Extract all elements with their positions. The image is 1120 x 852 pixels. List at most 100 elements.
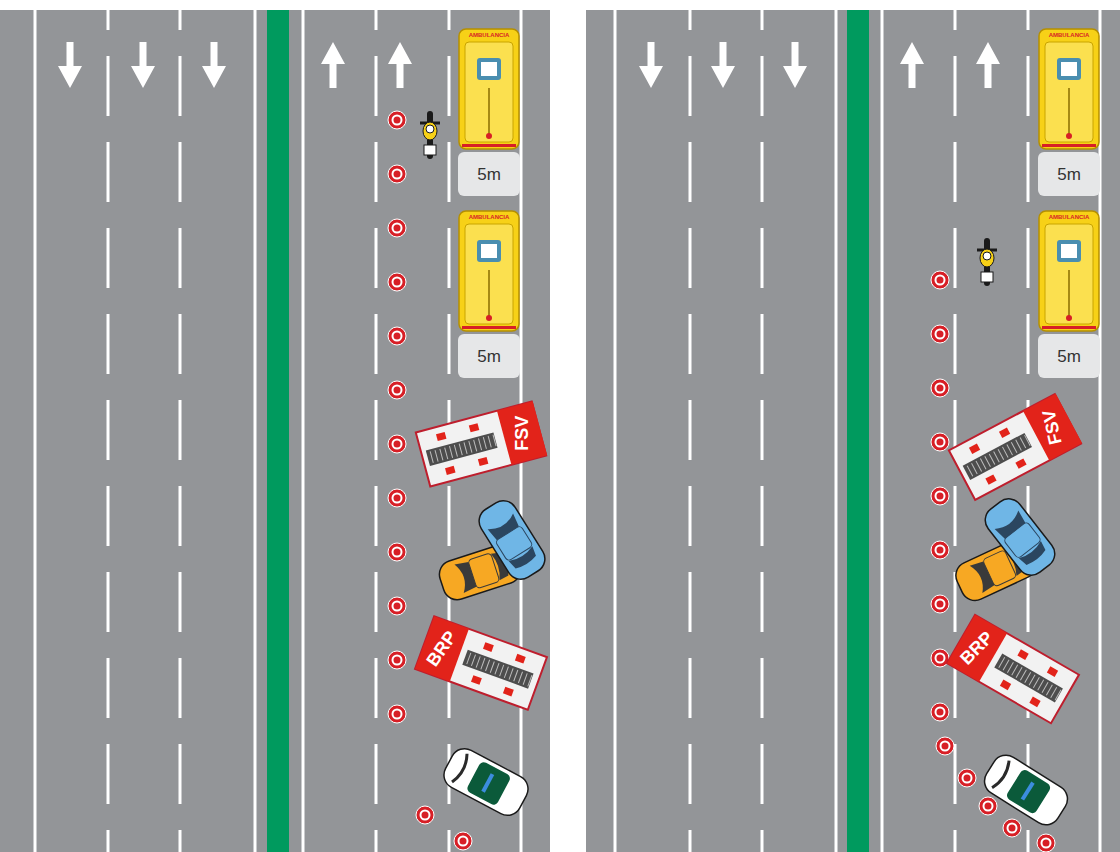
- bike-helmet: [426, 125, 434, 133]
- traffic-cone: [388, 435, 406, 453]
- bike-helmet: [983, 252, 991, 260]
- cone-stripe: [392, 547, 403, 558]
- ladder-rung: [469, 441, 472, 453]
- cone-base: [936, 737, 954, 755]
- ladder-rung: [989, 454, 995, 465]
- motorbike: [977, 238, 997, 286]
- ladder-rung: [1007, 445, 1013, 456]
- ladder-rung: [1025, 435, 1031, 446]
- ladder-rung: [976, 461, 982, 472]
- traffic-cone: [388, 489, 406, 507]
- fire-truck: FSV: [415, 400, 548, 488]
- truck-light: [469, 423, 480, 432]
- dashed-lane-line: [761, 10, 764, 852]
- ladder-rung: [478, 438, 481, 450]
- dashed-lane-line: [375, 10, 378, 852]
- cone-tip: [1009, 825, 1016, 832]
- ambulance-rear-bar: [462, 326, 516, 329]
- ladder-rung: [495, 663, 499, 674]
- cone-base: [454, 832, 472, 850]
- solid-lane-line: [881, 10, 884, 852]
- cone-base: [388, 705, 406, 723]
- cone-tip: [422, 812, 429, 819]
- traffic-cone: [931, 487, 949, 505]
- cone-stripe: [935, 383, 946, 394]
- ambulance-logo: [1057, 58, 1081, 80]
- truck-light: [478, 457, 489, 466]
- ambulance-rear-bar: [1042, 326, 1096, 329]
- cone-tip: [942, 743, 949, 750]
- direction-arrow: [711, 42, 735, 88]
- police-windshield: [992, 761, 1012, 790]
- ladder-rung: [514, 670, 518, 681]
- ladder-rung: [445, 448, 448, 460]
- ladder-rung: [500, 665, 504, 676]
- cone-stripe: [392, 439, 403, 450]
- ladder-rung: [972, 463, 978, 474]
- truck-light: [1029, 697, 1040, 708]
- cone-tip: [394, 603, 401, 610]
- median-strip: [847, 10, 869, 852]
- traffic-cone: [931, 433, 949, 451]
- cone-tip: [394, 117, 401, 124]
- cone-tip: [937, 331, 944, 338]
- cone-tip: [394, 711, 401, 718]
- cone-base: [931, 325, 949, 343]
- distance-label: 5m: [477, 348, 501, 365]
- fire-truck: FSV: [948, 393, 1083, 501]
- truck-ladder: [994, 654, 1063, 703]
- truck-cab: [947, 615, 1007, 682]
- ladder-rung: [440, 449, 443, 461]
- ambulance-logo-inner: [481, 244, 497, 258]
- ladder-rung: [1051, 687, 1057, 697]
- ladder-rung: [999, 657, 1005, 667]
- cone-stripe: [392, 493, 403, 504]
- cone-tip: [394, 657, 401, 664]
- ladder-rung: [1038, 680, 1044, 690]
- road-surface: [0, 10, 550, 852]
- box-fill: [1038, 334, 1100, 378]
- ladder-rung: [509, 668, 513, 679]
- traffic-cone: [936, 737, 954, 755]
- vehicle-lettering: AMBULANCIA: [469, 32, 510, 38]
- ladder-rung: [486, 660, 490, 671]
- fire-truck: BRP: [946, 613, 1081, 724]
- cone-base: [388, 111, 406, 129]
- truck-light: [969, 443, 980, 453]
- ladder-rung: [967, 466, 973, 477]
- traffic-cone: [1003, 819, 1021, 837]
- ambulance: AMBULANCIA: [458, 210, 520, 332]
- ambulance-logo: [1057, 240, 1081, 262]
- police-lightbar: [1021, 782, 1035, 801]
- traffic-cone: [416, 806, 434, 824]
- cone-stripe: [983, 801, 994, 812]
- ambulance-roof: [1045, 42, 1093, 142]
- traffic-cone: [388, 705, 406, 723]
- ladder-rung: [459, 444, 462, 456]
- ambulance-beacon: [1066, 133, 1072, 139]
- truck-light: [515, 654, 526, 664]
- ambulance: AMBULANCIA: [1038, 28, 1100, 150]
- distance-box: 5m: [458, 152, 520, 196]
- truck-body: [416, 401, 546, 486]
- cone-tip: [394, 171, 401, 178]
- cone-stripe: [392, 331, 403, 342]
- cone-stripe: [392, 655, 403, 666]
- truck-ladder: [462, 650, 533, 689]
- cone-tip: [937, 655, 944, 662]
- traffic-cone: [388, 327, 406, 345]
- cone-tip: [937, 439, 944, 446]
- ladder-rung: [985, 456, 991, 467]
- ladder-rung: [488, 436, 491, 448]
- dashed-lane-line: [107, 10, 110, 852]
- ladder-rung: [450, 446, 453, 458]
- cone-base: [388, 489, 406, 507]
- traffic-cone: [388, 111, 406, 129]
- cone-tip: [394, 495, 401, 502]
- ambulance-logo-inner: [1061, 62, 1077, 76]
- ladder-rung: [1055, 690, 1061, 700]
- traffic-cone: [388, 273, 406, 291]
- cone-base: [958, 769, 976, 787]
